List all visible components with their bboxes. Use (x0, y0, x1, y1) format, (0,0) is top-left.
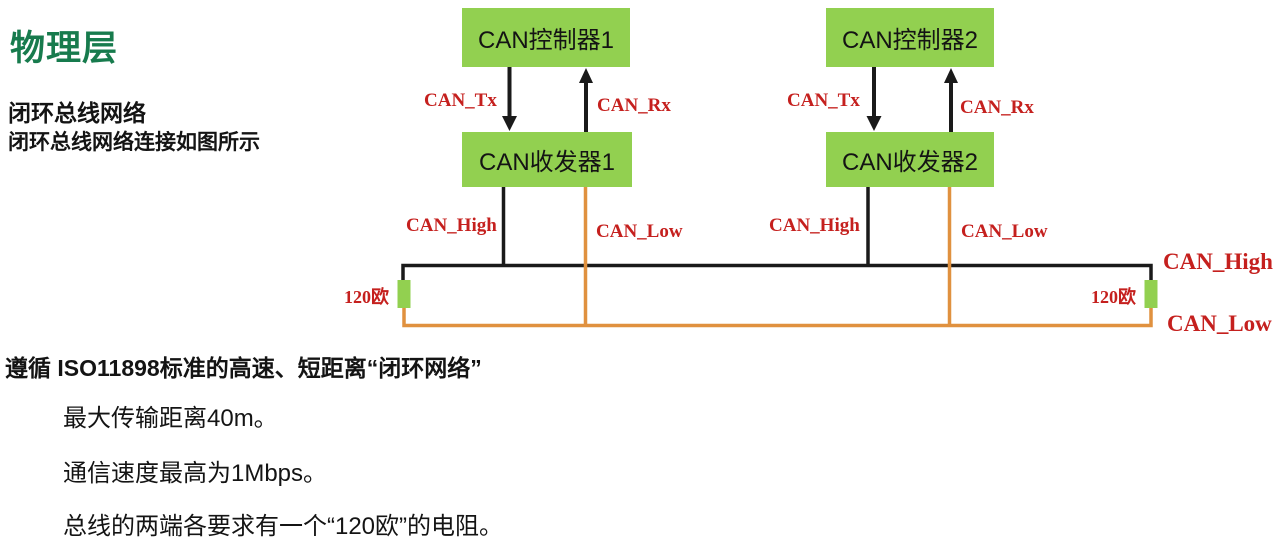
notes-heading: 遵循 ISO11898标准的高速、短距离“闭环网络” (5, 355, 482, 381)
tx-arrow-2 (866, 67, 882, 131)
node-can-transceiver-1: CAN收发器1 (462, 132, 632, 187)
note-item-termination: 总线的两端各要求有一个“120欧”的电阻。 (63, 513, 504, 540)
section-heading: 闭环总线网络 (8, 100, 146, 126)
can-tx-label-2: CAN_Tx (787, 90, 860, 111)
can-high-label-1: CAN_High (406, 215, 497, 236)
resistor-left (397, 280, 411, 308)
rx-arrow-1 (579, 68, 593, 132)
node-can-controller-2: CAN控制器2 (826, 8, 994, 67)
tx-arrow-1 (502, 67, 517, 131)
can-rx-label-2: CAN_Rx (960, 97, 1034, 118)
can-low-bus-wire (402, 307, 1153, 328)
note-item-max-distance: 最大传输距离40m。 (63, 405, 278, 432)
can-high-label-2: CAN_High (769, 215, 860, 236)
page-title: 物理层 (10, 29, 119, 68)
bus-can-low-label: CAN_Low (1167, 311, 1272, 336)
resistor-right (1144, 280, 1158, 308)
bus-can-high-label: CAN_High (1163, 249, 1273, 274)
can-tx-label-1: CAN_Tx (424, 90, 497, 111)
node-can-controller-1: CAN控制器1 (462, 8, 630, 67)
section-subheading: 闭环总线网络连接如图所示 (8, 131, 260, 154)
node-can-transceiver-2: CAN收发器2 (826, 132, 994, 187)
resistor-label-left: 120欧 (344, 287, 389, 307)
can-low-label-2: CAN_Low (961, 221, 1048, 242)
can-high-bus-wire (401, 263, 1153, 281)
rx-arrow-2 (944, 68, 958, 132)
resistor-label-right: 120欧 (1091, 287, 1136, 307)
can-low-label-1: CAN_Low (596, 221, 683, 242)
can-rx-label-1: CAN_Rx (597, 95, 671, 116)
note-item-max-speed: 通信速度最高为1Mbps。 (63, 460, 328, 487)
